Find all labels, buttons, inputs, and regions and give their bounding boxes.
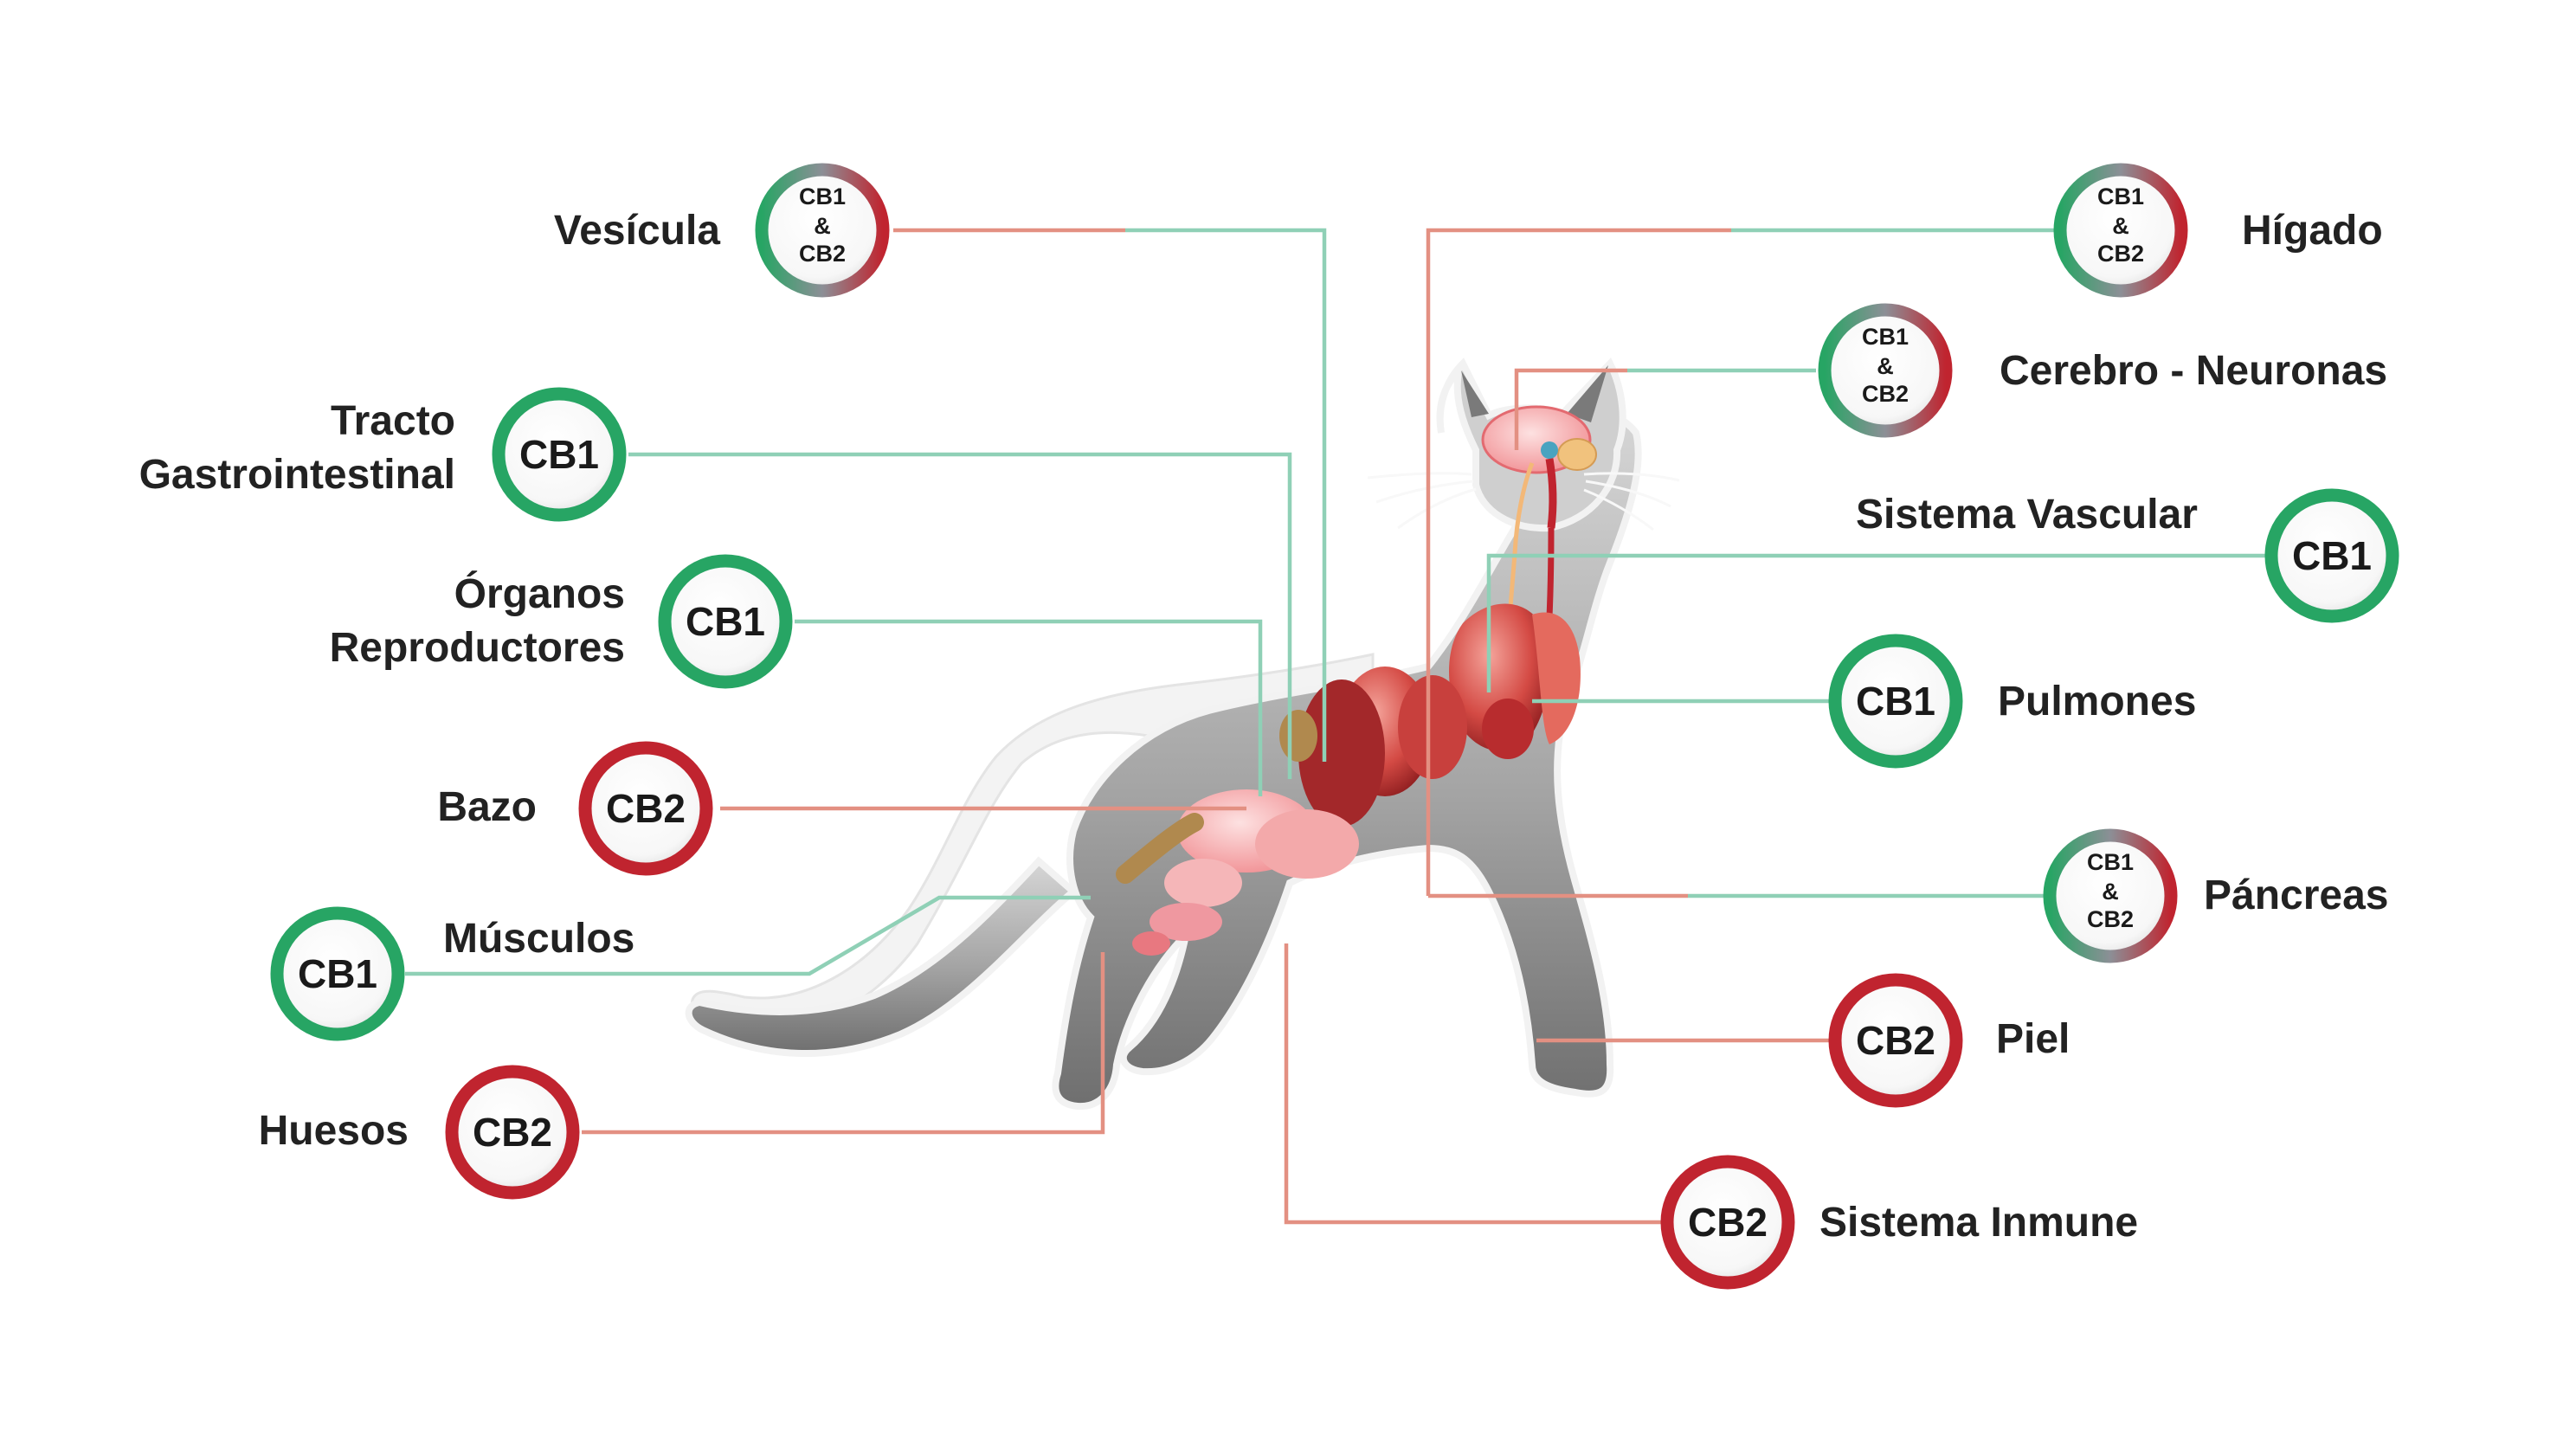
badge-text-cb2: CB2 xyxy=(473,1110,552,1155)
organ-label-organos-reproductores: Reproductores xyxy=(330,625,625,671)
receptor-badges: CB1&CB2CB1CB1CB2CB1CB2CB1&CB2CB1&CB2CB1C… xyxy=(270,163,2399,1290)
receptor-badge-organos-reproductores: CB1 xyxy=(658,554,793,689)
connector-lines xyxy=(405,228,2268,1225)
badge-text-both-amp: & xyxy=(1877,353,1894,379)
organ-label-piel: Piel xyxy=(1996,1016,2070,1062)
badge-ring xyxy=(2264,488,2399,623)
badge-text-cb1: CB1 xyxy=(2292,533,2372,578)
receptor-badge-pancreas: CB1 &CB2 xyxy=(2043,828,2178,963)
receptor-badge-bazo: CB2 xyxy=(578,741,713,876)
organ-label-sistema-inmune: Sistema Inmune xyxy=(1819,1200,2138,1246)
badge-ring xyxy=(755,163,890,298)
organ-label-tracto-gastrointestinal: Gastrointestinal xyxy=(139,452,455,498)
badge-ring xyxy=(445,1065,580,1200)
badge-text-both-amp: & xyxy=(2112,213,2129,239)
reproductive-organ xyxy=(1132,903,1222,956)
badge-ring xyxy=(658,554,793,689)
connector-musculos xyxy=(405,895,1091,976)
cat-tail xyxy=(685,856,1079,1058)
connector-huesos xyxy=(582,952,1105,1135)
badge-ring xyxy=(492,387,627,522)
receptor-badge-pulmones: CB1 xyxy=(1828,634,1963,769)
receptor-badge-sistema-inmune: CB2 xyxy=(1660,1155,1795,1290)
organ-label-sistema-vascular: Sistema Vascular xyxy=(1856,492,2198,538)
badge-text-cb1: CB1 xyxy=(686,599,765,644)
badge-text-cb1: CB1 xyxy=(1856,679,1935,724)
receptor-badge-sistema-vascular: CB1 xyxy=(2264,488,2399,623)
badge-ring xyxy=(578,741,713,876)
spleen-organ xyxy=(1279,710,1317,762)
badge-text-both-bottom: CB2 xyxy=(799,241,846,267)
organ-label-organos-reproductores: Órganos xyxy=(454,570,625,617)
organ-label-pancreas: Páncreas xyxy=(2204,873,2389,918)
organ-label-musculos: Músculos xyxy=(443,916,634,962)
receptor-badge-musculos: CB1 xyxy=(270,906,405,1041)
connector-vesicula-b xyxy=(1125,228,1327,762)
badge-ring xyxy=(270,906,405,1041)
connector-tracto xyxy=(628,452,1292,779)
organ-label-higado: Hígado xyxy=(2242,208,2383,254)
badge-text-both-amp: & xyxy=(814,213,831,239)
lungs-organ xyxy=(1449,603,1581,759)
badge-text-both-bottom: CB2 xyxy=(2097,241,2144,267)
badge-text-cb2: CB2 xyxy=(1688,1200,1768,1245)
badge-ring xyxy=(1828,634,1963,769)
cat-anatomy-illustration xyxy=(685,357,1680,1111)
badge-text-cb1: CB1 xyxy=(519,432,599,477)
badge-text-cb2: CB2 xyxy=(606,786,686,831)
receptor-badge-huesos: CB2 xyxy=(445,1065,580,1200)
badge-text-both-top: CB1 xyxy=(2097,184,2144,209)
badge-text-both-bottom: CB2 xyxy=(2087,906,2134,932)
organ-label-vesicula: Vesícula xyxy=(554,208,720,254)
badge-text-both-amp: & xyxy=(2102,879,2119,905)
liver-organ xyxy=(1298,666,1467,827)
badge-text-both-top: CB1 xyxy=(1862,324,1909,350)
receptor-badge-higado: CB1 &CB2 xyxy=(2053,163,2188,298)
connector-organos xyxy=(795,619,1263,796)
receptor-badge-cerebro-neuronas: CB1 &CB2 xyxy=(1818,303,1953,438)
organ-labels: VesículaTractoGastrointestinalÓrganosRep… xyxy=(139,208,2389,1246)
cat-whiskers xyxy=(1367,472,1680,531)
organ-label-tracto-gastrointestinal: Tracto xyxy=(331,398,455,444)
receptor-badge-piel: CB2 xyxy=(1828,973,1963,1108)
badge-ring xyxy=(1660,1155,1795,1290)
organ-label-cerebro-neuronas: Cerebro - Neuronas xyxy=(2000,348,2387,394)
badge-text-cb1: CB1 xyxy=(298,951,377,996)
brain-organ xyxy=(1481,405,1597,555)
badge-text-both-top: CB1 xyxy=(799,184,846,209)
badge-text-both-bottom: CB2 xyxy=(1862,381,1909,407)
badge-ring xyxy=(1828,973,1963,1108)
badge-ring xyxy=(2043,828,2178,963)
connector-vascular xyxy=(1486,553,2268,692)
receptor-badge-tracto-gastrointestinal: CB1 xyxy=(492,387,627,522)
badge-text-both-top: CB1 xyxy=(2087,849,2134,875)
badge-text-cb2: CB2 xyxy=(1856,1018,1935,1063)
connector-higado xyxy=(1426,228,1731,896)
badge-ring xyxy=(2053,163,2188,298)
connector-inmune xyxy=(1284,943,1664,1225)
badge-ring xyxy=(1818,303,1953,438)
organ-label-pulmones: Pulmones xyxy=(1998,679,2196,724)
organ-label-huesos: Huesos xyxy=(259,1108,409,1154)
connector-cerebro xyxy=(1514,368,1627,450)
receptor-badge-vesicula: CB1 &CB2 xyxy=(755,163,890,298)
organ-label-bazo: Bazo xyxy=(437,784,537,830)
